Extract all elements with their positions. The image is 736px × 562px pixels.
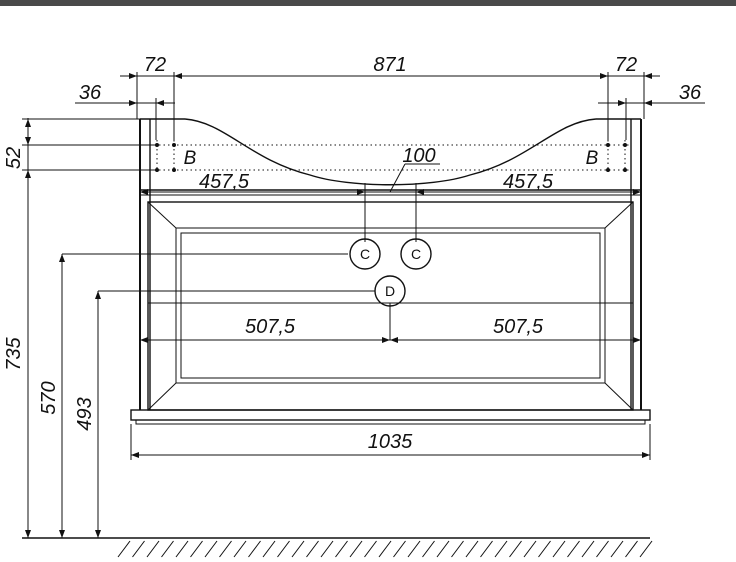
floor-hatch-mark — [320, 540, 334, 558]
floor-hatch-mark — [436, 540, 450, 558]
floor-line — [22, 537, 653, 558]
connection-c-right — [400, 238, 432, 270]
dimension-507-row — [140, 302, 641, 343]
floor-hatch-mark — [596, 540, 609, 558]
dimension-1035 — [130, 424, 651, 460]
floor-hatch-mark — [509, 540, 522, 558]
floor-hatch-mark — [146, 540, 160, 558]
window-top-border — [0, 0, 736, 6]
floor-hatch-mark — [349, 540, 363, 558]
floor-hatch-mark — [639, 540, 653, 558]
marker-c-right: C — [411, 246, 421, 262]
floor-hatch-mark — [117, 540, 131, 558]
floor-hatch-mark — [219, 540, 232, 558]
floor-hatch-mark — [523, 540, 537, 558]
floor-hatch-mark — [291, 540, 305, 558]
dim-52: 52 — [3, 147, 25, 169]
dim-36-left: 36 — [79, 82, 102, 104]
floor-hatch-mark — [378, 540, 392, 558]
floor-hatch-mark — [567, 540, 580, 558]
floor-hatch-mark — [422, 540, 435, 558]
floor-hatch-mark — [306, 540, 319, 558]
cabinet-outline — [130, 118, 651, 425]
floor-hatch-mark — [610, 540, 624, 558]
dimension-457-row — [140, 163, 641, 242]
floor-hatch-mark — [190, 540, 203, 558]
floor-hatch-mark — [407, 540, 421, 558]
floor-hatch-mark — [204, 540, 218, 558]
dim-1035: 1035 — [368, 431, 413, 453]
top-dimension-lines — [75, 72, 705, 140]
floor-hatch-mark — [494, 540, 508, 558]
marker-b-right: B — [586, 148, 599, 169]
marker-b-left: B — [184, 148, 197, 169]
dim-570: 570 — [38, 381, 60, 414]
dim-72-left: 72 — [144, 54, 166, 76]
floor-hatch-mark — [364, 540, 377, 558]
dim-457-left: 457,5 — [199, 171, 250, 193]
dim-36-right: 36 — [679, 82, 702, 104]
floor-hatch-mark — [233, 540, 247, 558]
dim-72-right: 72 — [615, 54, 637, 76]
connection-d — [374, 275, 406, 307]
dim-100: 100 — [402, 145, 435, 167]
dim-507-right: 507,5 — [493, 316, 544, 338]
dim-493: 493 — [74, 397, 96, 430]
dim-457-right: 457,5 — [503, 171, 554, 193]
floor-hatch-mark — [262, 540, 276, 558]
dim-507-left: 507,5 — [245, 316, 296, 338]
left-vertical-dimensions — [22, 118, 375, 538]
floor-hatch-mark — [538, 540, 551, 558]
connection-c-left — [349, 238, 381, 270]
floor-hatch-mark — [175, 540, 189, 558]
floor-hatch-mark — [132, 540, 145, 558]
dim-871: 871 — [373, 54, 406, 76]
floor-hatch-mark — [465, 540, 479, 558]
floor-hatch-mark — [248, 540, 261, 558]
dim-735: 735 — [3, 336, 25, 370]
floor-hatch-mark — [161, 540, 174, 558]
floor-hatch-mark — [451, 540, 464, 558]
floor-hatch-mark — [393, 540, 406, 558]
marker-d: D — [385, 283, 395, 299]
floor-hatch-mark — [277, 540, 290, 558]
floor-hatch-mark — [335, 540, 348, 558]
floor-hatch-mark — [480, 540, 493, 558]
floor-hatch-mark — [625, 540, 638, 558]
floor-hatch-mark — [552, 540, 566, 558]
marker-c-left: C — [360, 246, 370, 262]
floor-hatch-mark — [581, 540, 595, 558]
